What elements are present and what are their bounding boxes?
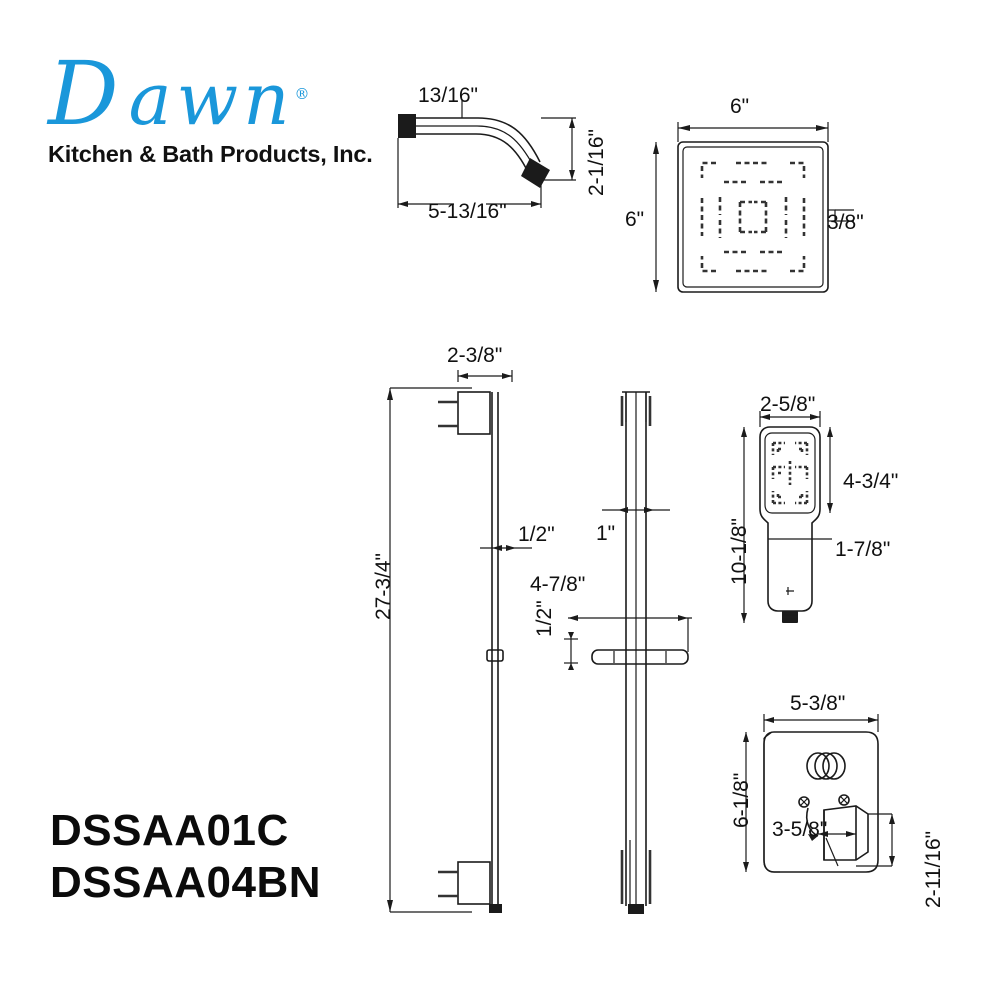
dim-trim-height: 6-1/8"	[730, 772, 753, 828]
valve-trim-drawing	[740, 710, 920, 890]
brand-wordmark-rest: awn	[128, 57, 295, 141]
dim-holder-thickness: 1/2"	[533, 600, 556, 637]
dim-trim-handle-projection: 3-5/8"	[772, 818, 828, 841]
model-numbers: DSSAA01C DSSAA04BN	[50, 805, 321, 909]
dim-trim-width: 5-3/8"	[790, 692, 846, 715]
dim-trim-handle-height: 2-11/16"	[922, 830, 945, 908]
dim-bar-width: 1/2"	[518, 523, 555, 546]
brand-subtitle: Kitchen & Bath Products, Inc.	[48, 140, 373, 167]
dim-holder-width: 4-7/8"	[530, 573, 586, 596]
brand-wordmark: Dawn®	[48, 50, 388, 138]
slide-bar-side-svg	[568, 391, 692, 914]
brand-wordmark-initial: D	[48, 42, 129, 145]
shower-head-drawing	[640, 120, 870, 310]
slide-bar-front-svg	[387, 387, 504, 913]
dim-arm-drop: 2-1/16"	[585, 129, 608, 196]
dim-head-thickness: 3/8"	[827, 211, 864, 234]
hand-shower-svg	[741, 411, 833, 623]
valve-trim-svg	[743, 714, 895, 873]
shower-arm-svg	[397, 100, 576, 208]
hand-shower-drawing	[740, 405, 870, 635]
dim-bracket-width: 2-3/8"	[447, 344, 503, 367]
dim-arm-length: 5-13/16"	[428, 200, 507, 223]
shower-arm-drawing	[390, 100, 600, 220]
dim-head-width: 6"	[730, 95, 750, 118]
dim-bar-depth: 1"	[596, 522, 616, 545]
dim-bar-total-height: 27-3/4"	[372, 553, 395, 620]
registered-trademark-icon: ®	[294, 85, 310, 103]
slide-bar-front-drawing	[380, 370, 510, 930]
dim-arm-diameter: 13/16"	[418, 84, 479, 107]
dim-hand-face-width: 2-5/8"	[760, 393, 816, 416]
model-number-primary: DSSAA01C	[50, 806, 289, 855]
dim-bracket-width-arrows	[455, 368, 515, 384]
dim-bar-width-arrows	[478, 540, 534, 556]
brand-logo: Dawn® Kitchen & Bath Products, Inc.	[48, 50, 388, 168]
shower-head-svg	[653, 122, 854, 293]
dim-hand-total-length: 10-1/8"	[728, 518, 751, 585]
model-number-secondary: DSSAA04BN	[50, 857, 322, 907]
slide-bar-side-drawing	[568, 370, 720, 930]
dim-holder-thickness-arrows	[562, 630, 580, 672]
dim-head-height: 6"	[625, 208, 645, 231]
dim-hand-handle-width: 1-7/8"	[835, 538, 891, 561]
dim-hand-face-height: 4-3/4"	[843, 470, 899, 493]
